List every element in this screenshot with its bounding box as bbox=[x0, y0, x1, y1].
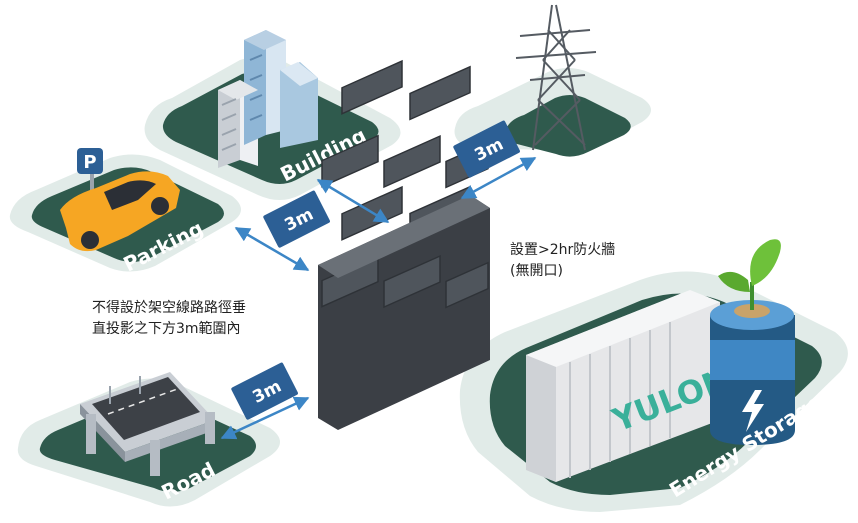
sprout-icon bbox=[718, 239, 781, 310]
overhead-line-note: 不得設於架空線路路徑垂 直投影之下方3m範圍內 bbox=[92, 300, 246, 337]
transmission-tower-icon bbox=[515, 4, 597, 151]
battery-icon bbox=[710, 300, 795, 445]
container-icon: YULON bbox=[526, 290, 735, 482]
building-icon bbox=[218, 30, 318, 168]
road-distance-badge: 3m bbox=[231, 362, 298, 420]
road-distance: 3m bbox=[220, 362, 310, 440]
car-icon bbox=[60, 171, 180, 252]
grid-distance-badge: 3m bbox=[453, 120, 520, 178]
road-zone: Road bbox=[17, 372, 281, 507]
elevated-road-icon bbox=[80, 372, 215, 476]
grid-distance: 3m bbox=[453, 120, 537, 200]
building-distance: 3m bbox=[234, 178, 390, 272]
building-distance-badge: 3m bbox=[263, 190, 330, 248]
parking-sign-text: P bbox=[83, 152, 96, 173]
parking-zone: P Parking bbox=[9, 148, 242, 276]
firewall-note: 設置>2hr防火牆 (無開口) bbox=[510, 242, 616, 279]
